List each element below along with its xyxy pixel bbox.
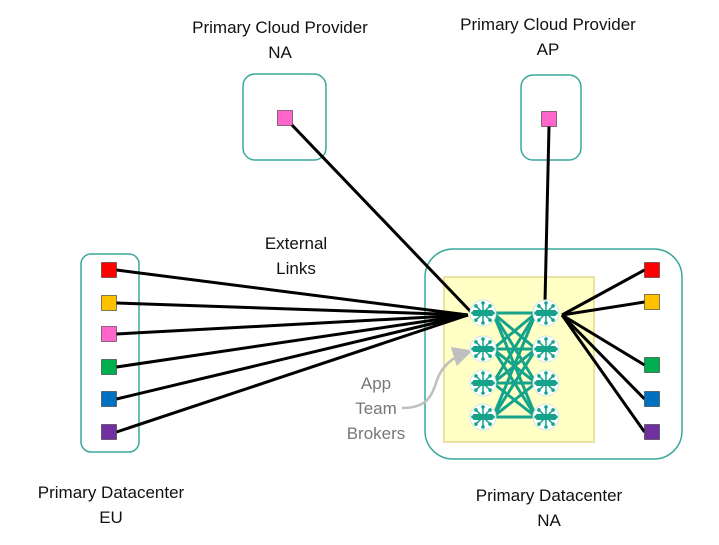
solace-broker-icon xyxy=(532,403,560,431)
external-link-eu xyxy=(116,313,469,369)
solace-broker-icon xyxy=(469,299,497,327)
external-link-cloud-ap xyxy=(543,126,551,303)
external-link-eu xyxy=(116,313,469,336)
solace-broker-icon xyxy=(469,403,497,431)
eu-node-square xyxy=(101,424,117,440)
external-link-na xyxy=(560,313,646,401)
external-link-na xyxy=(561,300,645,317)
broker-mesh-link xyxy=(491,348,538,418)
external-link-na xyxy=(560,314,646,433)
solace-broker-icon xyxy=(469,369,497,397)
broker-mesh-link xyxy=(492,311,537,351)
datacenter-eu-container xyxy=(80,253,140,453)
external-link-na xyxy=(561,268,646,317)
solace-broker-icon xyxy=(469,335,497,363)
external-link-eu xyxy=(116,313,469,401)
eu-node-square xyxy=(101,391,117,407)
solace-broker-icon xyxy=(532,335,560,363)
app-team-brokers-arrow xyxy=(401,346,473,410)
external-link-eu xyxy=(116,268,469,317)
broker-mesh-link xyxy=(491,312,538,418)
external-link-cloud-na xyxy=(289,122,474,315)
eu-node-square xyxy=(101,295,117,311)
cloud-ap-node-square xyxy=(541,111,557,127)
external-link-eu xyxy=(116,301,469,317)
na-node-square xyxy=(644,424,660,440)
external-link-na xyxy=(561,313,646,367)
cloud-na-node-square xyxy=(277,110,293,126)
external-link-eu xyxy=(116,313,469,434)
broker-mesh-link xyxy=(492,381,537,419)
na-node-square xyxy=(644,391,660,407)
eu-node-square xyxy=(101,262,117,278)
na-node-square xyxy=(644,294,660,310)
eu-node-square xyxy=(101,326,117,342)
solace-broker-icon xyxy=(532,299,560,327)
na-node-square xyxy=(644,357,660,373)
na-node-square xyxy=(644,262,660,278)
broker-mesh-link xyxy=(491,312,538,384)
eu-node-square xyxy=(101,359,117,375)
solace-broker-icon xyxy=(532,369,560,397)
